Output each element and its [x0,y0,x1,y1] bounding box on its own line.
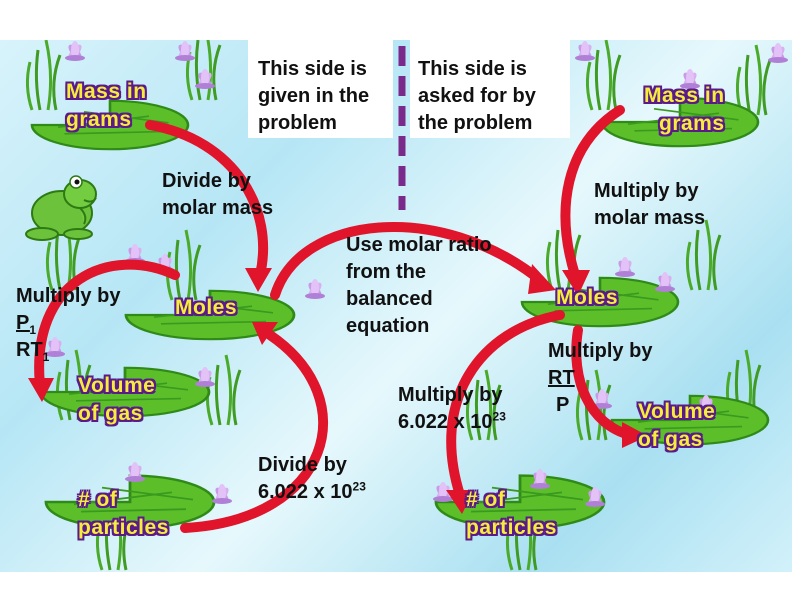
divide-avogadro-base: 6.022 x 10 [258,481,353,503]
pad-mass-right-line-2: grams [659,112,725,135]
multiply-rt-p-line-1: Multiply by [548,340,653,362]
molar-ratio-line-4: equation [346,315,430,337]
header-asked-line-1: This side is [418,58,527,80]
arrow-moles-to-mass-right [560,105,625,280]
pad-particles-left-line-1: # of [78,488,118,511]
pad-label-particles-left: # of particles [78,486,169,542]
numerator-p: P [16,312,30,334]
pad-label-moles-right: Moles [556,286,619,309]
pad-mass-right-line-1: Mass in [644,84,725,107]
multiply-avogadro-base: 6.022 x 10 [398,411,493,433]
multiply-avogadro-line-1: Multiply by [398,384,503,406]
multiply-molar-line-1: Multiply by [594,180,699,202]
arrow-moles-to-particles-right [446,310,565,500]
label-multiply-rt-over-p: Multiply by RT P [548,338,652,419]
arrowhead-5 [252,322,278,345]
pad-particles-left-line-2: particles [78,516,169,539]
header-given-line-2: given in the [258,85,370,107]
header-left-bg [248,40,393,138]
arrowhead-1 [245,268,272,292]
divide-molar-line-1: Divide by [162,170,251,192]
fraction-denominator-rt: RT1 [16,337,120,364]
arrowhead-7 [622,422,648,448]
pad-label-mass-right: Mass in grams [644,82,725,138]
pad-label-moles-left: Moles [175,296,238,319]
slide: This side is given in the problem This s… [0,40,792,572]
divide-molar-line-2: molar mass [162,197,274,219]
arrows [34,105,635,533]
denominator-rt: RT [16,339,43,361]
arrowhead-4 [28,378,54,402]
pad-volume-left-line-1: Volume [78,374,156,397]
arrow-particles-to-moles-left [180,330,328,533]
divide-avogadro-exponent: 23 [352,479,366,494]
label-divide-molar-mass: Divide by molar mass [162,168,273,222]
label-multiply-p-over-rt: Multiply by P1 RT1 [16,283,120,364]
frog-icon [25,175,97,241]
pad-mass-left-line-2: grams [66,108,132,131]
numerator-p-subscript: 1 [29,323,37,337]
pad-label-volume-right: Volume of gas [638,398,715,454]
fraction-numerator-rt: RT [548,367,575,389]
label-divide-avogadro: Divide by 6.022 x 1023 [258,452,366,506]
molar-ratio-line-2: from the [346,261,426,283]
arrow-mass-to-moles-left [145,120,269,280]
header-asked-text: This side is asked for by the problem [418,56,536,137]
multiply-avogadro-line-2: 6.022 x 1023 [398,409,506,436]
pad-particles-right-line-2: particles [466,516,557,539]
pad-label-volume-left: Volume of gas [78,372,155,428]
multiply-p-rt-line-1: Multiply by [16,285,121,307]
fraction-numerator-p: P1 [16,310,120,337]
arrowhead-6 [446,490,474,514]
denominator-rt-subscript: 1 [42,350,50,364]
arrow-molar-ratio [270,222,545,300]
arrow-moles-to-volume-left [34,259,180,390]
arrowhead-2 [528,264,556,294]
header-right-bg [410,40,570,138]
diagram-art [25,40,788,572]
arrowhead-3 [562,270,590,296]
pad-volume-right-line-1: Volume [638,400,716,423]
pad-label-particles-right: # of particles [466,486,557,542]
header-given-line-1: This side is [258,58,367,80]
molar-ratio-line-1: Use molar ratio [346,234,492,256]
divide-avogadro-line-1: Divide by [258,454,347,476]
label-multiply-molar-mass: Multiply by molar mass [594,178,705,232]
pad-volume-left-line-2: of gas [78,402,143,425]
multiply-molar-line-2: molar mass [594,207,706,229]
header-given-text: This side is given in the problem [258,56,369,137]
arrowheads [28,264,648,514]
header-asked-line-3: the problem [418,112,533,134]
header-asked-line-2: asked for by [418,85,536,107]
arrow-moles-to-volume-right [571,325,635,440]
pad-mass-left-line-1: Mass in [66,80,147,103]
label-molar-ratio: Use molar ratio from the balanced equati… [346,232,492,340]
header-given-line-3: problem [258,112,337,134]
pad-volume-right-line-2: of gas [638,428,703,451]
pad-label-mass-left: Mass in grams [66,78,147,134]
pad-particles-right-line-1: # of [466,488,506,511]
molar-ratio-line-3: balanced [346,288,433,310]
divide-avogadro-line-2: 6.022 x 1023 [258,479,366,506]
fraction-denominator-p: P [556,394,570,416]
multiply-avogadro-exponent: 23 [492,409,506,424]
label-multiply-avogadro: Multiply by 6.022 x 1023 [398,382,506,436]
